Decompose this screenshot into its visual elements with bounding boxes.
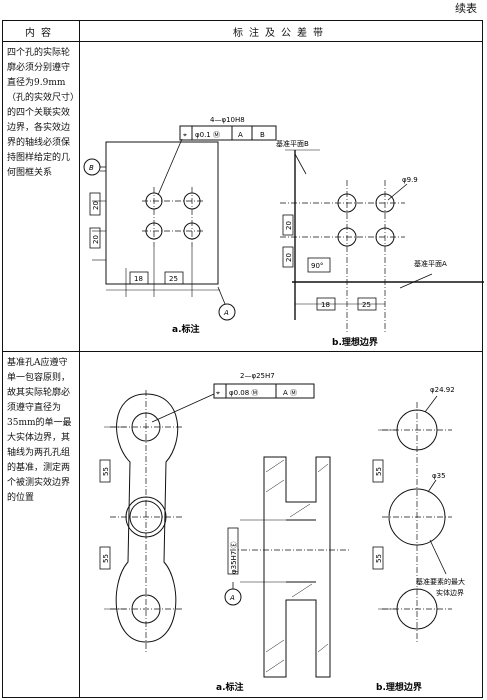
- position-symbol-icon: ⌖: [183, 131, 187, 139]
- note-line2: 实体边界: [436, 588, 464, 597]
- caption-a: a.标注: [172, 323, 200, 335]
- datum-size: φ35H7 Ⓔ: [230, 542, 238, 574]
- header-content: 内容: [2, 20, 80, 42]
- link-outline: [115, 393, 179, 643]
- dim-v1: 20: [92, 201, 100, 210]
- dim-v2: 20: [92, 235, 100, 244]
- section-outline: [263, 456, 331, 678]
- hole-callout: 4—φ10H8: [210, 116, 245, 124]
- table-row: 基准孔A应遵守单一包容原则，故其实际轮廓必须遵守直径为35mm的单一最大实体边界…: [2, 351, 483, 698]
- dim-v1: 55: [375, 467, 383, 476]
- fcf-tolerance: φ0.08 Ⓜ: [229, 389, 258, 397]
- row2-drawing: 2—φ25H7 ⌖ φ0.08 Ⓜ A Ⓜ 55 55 φ35H7 Ⓔ A a.…: [99, 372, 465, 693]
- dim-h2: 25: [362, 301, 371, 309]
- datum-a-circle: [218, 303, 236, 321]
- plate-outline: [105, 141, 219, 285]
- dim-v2: 20: [285, 253, 293, 262]
- dim-v1: 55: [102, 467, 110, 476]
- fcf-box: [213, 383, 315, 399]
- fcf-datum-b: B: [260, 131, 265, 139]
- row2-figure: 2—φ25H7 ⌖ φ0.08 Ⓜ A Ⓜ 55 55 φ35H7 Ⓔ A a.…: [79, 351, 483, 698]
- note-line1: 基准要素的最大: [416, 577, 465, 586]
- datum-plane-b-label: 基准平面B: [276, 139, 309, 148]
- fcf-tolerance: φ0.1 Ⓜ: [195, 131, 220, 139]
- table-row: 四个孔的实际轮廓必须分别遵守直径为9.9mm（孔的实效尺寸）的四个关联实效边界，…: [2, 41, 484, 352]
- datum-a-label: A: [223, 309, 229, 317]
- angle-label: 90°: [311, 262, 323, 270]
- continuation-label: 续表: [455, 2, 477, 15]
- tolerance-table: 内容 标注及公差带 四个孔的实际轮廓必须分别遵守直径为9.9mm（孔的实效尺寸）…: [2, 20, 484, 698]
- header-annotation: 标注及公差带: [79, 20, 483, 42]
- datum-plane-a-label: 基准平面A: [414, 259, 447, 268]
- fcf-box: [179, 125, 277, 141]
- row2-description: 基准孔A应遵守单一包容原则，故其实际轮廓必须遵守直径为35mm的单一最大实体边界…: [2, 351, 80, 698]
- dim-v2: 55: [375, 554, 383, 563]
- dim-v2: 55: [102, 554, 110, 563]
- diameter-mid: φ35: [432, 472, 446, 480]
- row1-description: 四个孔的实际轮廓必须分别遵守直径为9.9mm（孔的实效尺寸）的四个关联实效边界，…: [2, 41, 80, 352]
- caption-a: a.标注: [216, 681, 244, 693]
- diameter-label: φ9.9: [402, 176, 418, 184]
- dim-h2: 25: [169, 275, 178, 283]
- caption-b: b.理想边界: [376, 681, 422, 693]
- fcf-datum-a: A Ⓜ: [283, 389, 297, 397]
- datum-b-label: B: [89, 164, 94, 172]
- hole-callout: 2—φ25H7: [240, 372, 275, 380]
- datum-a-label: A: [229, 594, 235, 602]
- dim-h1: 18: [134, 275, 143, 283]
- fcf-datum-a: A: [238, 131, 243, 139]
- dim-v1: 20: [285, 221, 293, 230]
- position-symbol-icon: ⌖: [216, 389, 220, 397]
- caption-b: b.理想边界: [332, 336, 378, 348]
- row1-figure: 4—φ10H8 ⌖ φ0.1 Ⓜ A B B A 20 20 18 25 a.标…: [79, 41, 484, 352]
- diameter-top: φ24.92: [430, 386, 455, 394]
- dim-h1: 18: [321, 301, 330, 309]
- table-header: 内容 标注及公差带: [2, 20, 483, 42]
- row1-drawing: 4—φ10H8 ⌖ φ0.1 Ⓜ A B B A 20 20 18 25 a.标…: [83, 116, 484, 348]
